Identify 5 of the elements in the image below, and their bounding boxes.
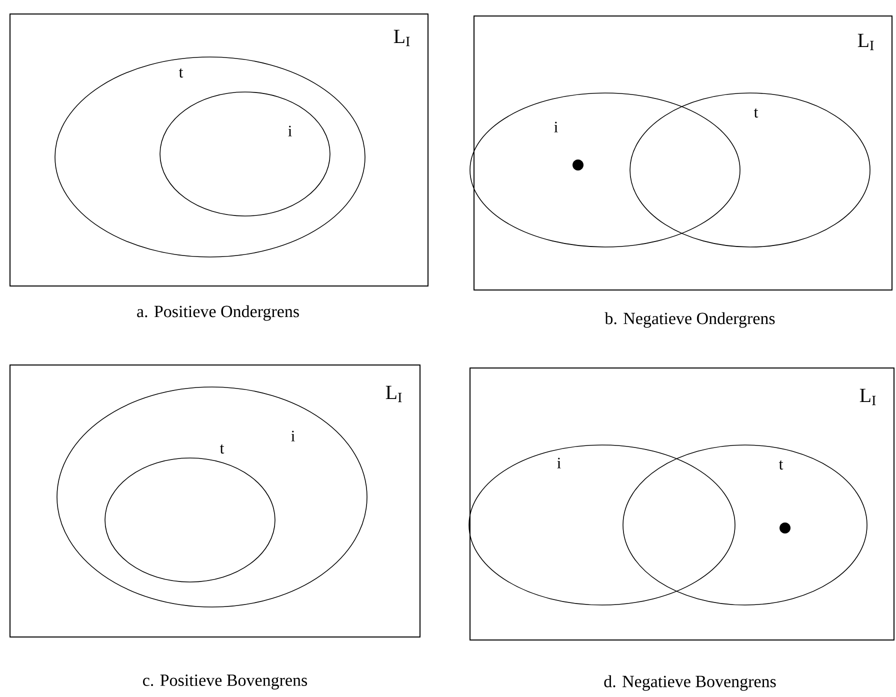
node-label: t — [220, 444, 224, 454]
panel-label: a. Positieve Ondergrens — [137, 305, 299, 321]
panel-label: b. Negatieve Ondergrens — [604, 312, 775, 328]
panel-label: c. Positieve Bovengrens — [143, 674, 308, 690]
panel-label: d. Negatieve Bovengrens — [604, 675, 776, 691]
